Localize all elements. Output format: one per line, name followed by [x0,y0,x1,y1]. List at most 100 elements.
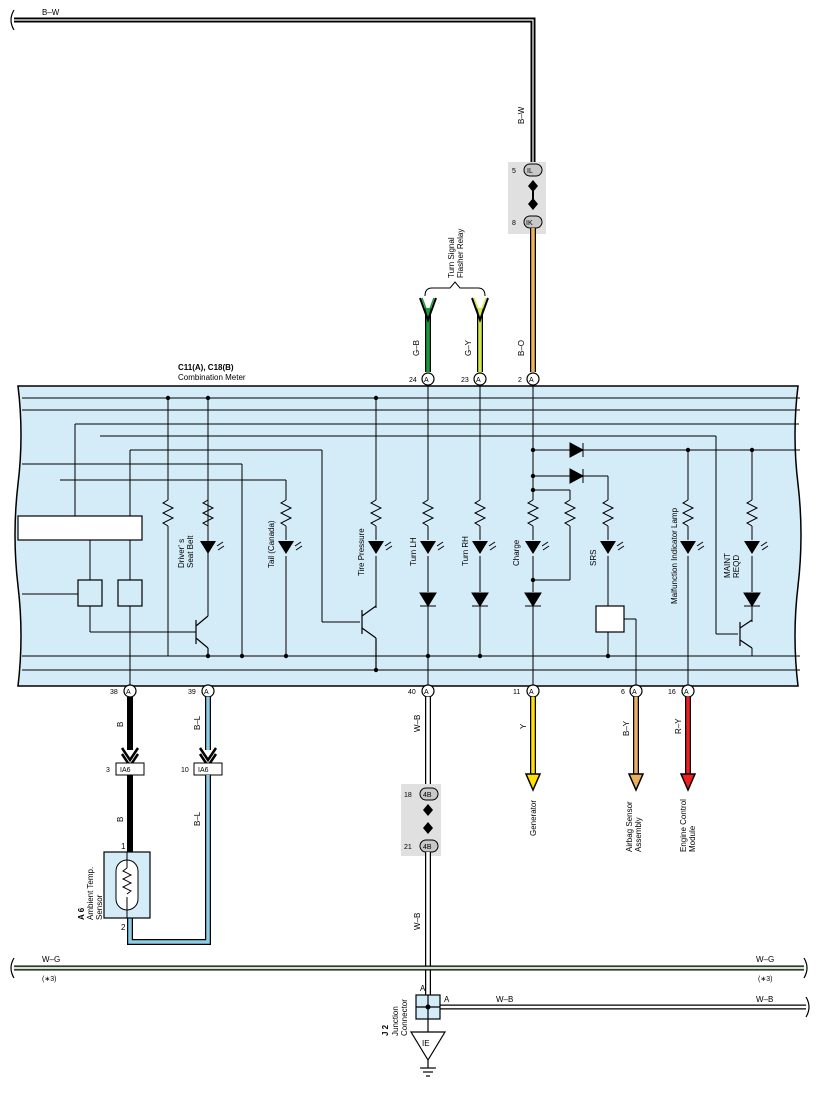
ecm-arrow-icon [679,773,697,792]
wb-bus-label-left: W–B [496,995,513,1004]
bottom-pin-conn-40: A [424,689,429,696]
junction-pin-a-top: A [420,984,426,993]
junction-name-2: Connector [400,999,409,1036]
connector-4b-upper-pin: 18 [404,792,412,799]
sensor-code: A 6 [77,907,86,920]
connector-4b-upper-code: 4B [423,792,432,799]
bottom-pin-conn-39: A [204,689,209,696]
turn-relay-label-1: Turn Signal [447,237,456,278]
top-bw-wire: B–W B–W [10,8,536,168]
connector-ia6-1-pin: 3 [106,767,110,774]
connector-arrow-up-icon [528,180,538,192]
diode-lower-icon [569,468,585,484]
srs-circuit-box [595,605,625,633]
wire-break-mark [10,9,15,31]
combination-meter: C11(A), C18(B) Combination Meter [14,363,802,698]
connector-il-ik: IL 5 IK 8 [508,162,546,234]
bottom-pin-6: 6 [621,689,625,696]
meter-name: Combination Meter [178,373,246,382]
lamp-label-reqd: REQD [732,555,741,578]
connector-4b-lower-code: 4B [423,844,432,851]
led-srs-icon [600,541,616,554]
bw-vertical-label: B–W [517,106,526,124]
lamp-label-tire-pressure: Tire Pressure [357,528,366,576]
airbag-label-2: Assembly [634,817,643,852]
wb-wire-label-lower: W–B [413,913,422,930]
thermistor-icon [121,867,133,895]
gy-wire-label: G–Y [464,339,473,356]
generator-label: Generator [529,800,538,836]
bottom-pin-40: 40 [408,689,416,696]
relay-bracket [424,281,486,297]
gy-arrow-icon [471,297,489,323]
led-tail-icon [278,541,294,554]
ground-icon [420,1067,436,1077]
top-wire-label: B–W [42,8,60,17]
transistor-tire-pressure [361,605,377,670]
connector-4b-arrow-down-icon [423,822,433,834]
connector-ia6-1-code: IA6 [120,767,131,774]
gauge-circuit-box-2 [117,579,143,607]
bo-wire-label: B–O [517,340,526,356]
bl-wire-label-upper: B–L [193,715,202,730]
ambient-sensor-wiring: B IA6 3 B B–L IA6 10 B–L 1 2 A 6 Ambient… [77,697,223,945]
lamp-label-drivers: Driver' s [177,539,186,568]
bottom-pin-conn-16: A [684,689,689,696]
connector-il-pin-number: 5 [512,168,516,175]
lamp-label-mil: Malfunction Indicator Lamp [670,507,679,604]
ground-code: IE [422,1039,430,1048]
lamp-label-charge: Charge [512,539,521,566]
bo-wire: B–O [517,228,536,372]
connector-ia6-2-code: IA6 [198,767,209,774]
connector-ik-pin-number: 8 [512,220,516,227]
junction-code: J 2 [381,1024,390,1036]
b-wire-arrow-icon [120,747,140,763]
meter-code: C11(A), C18(B) [178,363,234,372]
wg-break-left [10,957,15,979]
meter-bottom-pins: A 38 A 39 A 40 A 11 A 6 A 16 [110,684,695,698]
top-pin-conn-2: A [529,377,534,384]
bottom-pin-conn-6: A [632,689,637,696]
meter-internal-wiring [22,397,800,671]
y-wire-label: Y [519,723,528,729]
led-mil-icon [680,541,696,554]
transistor-maint [739,619,753,649]
junction-connector-group: W–B W–B A A J 2 Junction Connector IE [381,984,810,1077]
bottom-pin-16: 16 [668,689,676,696]
meter-diodes [419,442,761,607]
top-pin-23: 23 [461,377,469,384]
connector-4b-upper [419,787,439,801]
led-turn-rh-icon [472,541,488,554]
connector-arrow-down-icon [528,198,538,210]
sensor-name-2: Sensor [95,894,104,920]
wg-note-right: (∗3) [758,976,772,983]
wg-label-right: W–G [756,955,774,964]
ecm-label-2: Module [688,825,697,852]
lamp-label-seat-belt: Seat Belt [186,535,195,568]
connector-ia6-2-pin: 10 [181,767,189,774]
turn-relay-label-2: Flasher Relay [456,229,465,278]
wg-note-left: (∗3) [42,976,56,983]
airbag-label-1: Airbag Sensor [625,801,634,852]
led-charge-icon [525,541,541,554]
gauge-circuit-box-1 [77,579,103,607]
sensor-name-1: Ambient Temp. [86,867,95,920]
wb-bus-label-right: W–B [756,995,773,1004]
by-wire-label: B–Y [622,720,631,736]
sensor-pin-2: 2 [121,923,126,932]
gb-wire-label: G–B [412,340,421,356]
junction-dots [165,395,755,673]
bottom-pin-conn-38: A [126,689,131,696]
led-indicators [200,541,760,554]
led-turn-lh-icon [420,541,436,554]
diode-maint-icon [743,592,761,607]
wg-break-right [803,957,808,979]
bottom-pin-11: 11 [513,689,520,696]
connector-il-pin [523,163,543,177]
top-pin-conn-24: A [424,377,429,384]
led-seat-belt-icon [200,541,216,554]
airbag-arrow-icon [627,773,645,792]
top-pin-2: 2 [518,377,522,384]
